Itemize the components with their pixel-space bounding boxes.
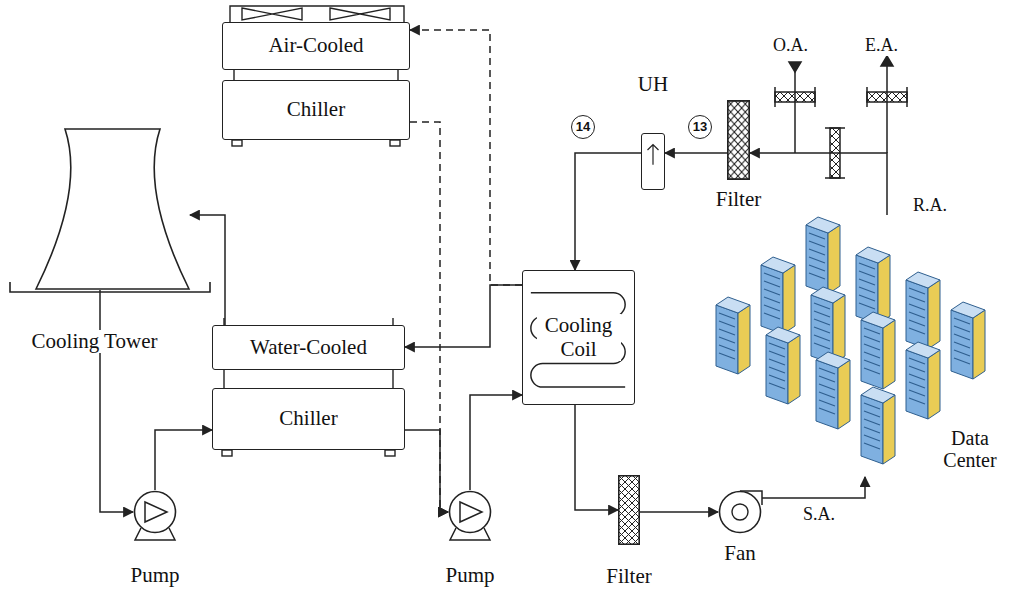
chiller-box: Chiller <box>212 388 405 450</box>
chiller-condenser-box: Air-Cooled <box>222 22 410 70</box>
callout-number: 13 <box>688 115 712 139</box>
flow-line <box>470 395 522 490</box>
chiller-condenser-box: Water-Cooled <box>212 325 405 370</box>
node-label: Chiller <box>287 98 345 121</box>
edge-label: S.A. <box>802 505 836 525</box>
condenser-fans <box>230 6 404 22</box>
air-stream-label: O.A. <box>772 36 809 56</box>
node-label: Pump <box>128 564 181 587</box>
flow-line <box>155 430 212 490</box>
humidifier-box: UH <box>641 133 665 190</box>
callout-number: 14 <box>571 115 595 139</box>
cooling-coil: Cooling Coil <box>522 270 635 405</box>
supply-fan: Fan <box>718 490 762 534</box>
node-label: Cooling Coil <box>537 314 621 360</box>
node-label: Fan <box>722 542 758 565</box>
flow-line <box>100 290 133 512</box>
node-label: UH <box>636 73 670 96</box>
flow-line <box>190 215 225 325</box>
air-stream-label: E.A. <box>864 36 899 56</box>
node-label: Cooling Tower <box>30 330 160 353</box>
data-center: Data Center <box>715 215 1005 477</box>
air-filter: Filter <box>618 475 640 545</box>
air-filter: Filter <box>727 100 750 180</box>
flow-line <box>640 511 718 513</box>
refrigerant-line <box>410 30 522 285</box>
flow-line <box>750 153 887 215</box>
node-label: Air-Cooled <box>268 34 363 57</box>
chiller-box: Chiller <box>222 80 410 140</box>
flow-line <box>405 285 522 347</box>
flow-line <box>575 153 641 270</box>
node-label: Data Center <box>937 427 1003 471</box>
flow-line <box>762 477 865 498</box>
flow-line <box>405 430 448 512</box>
flow-line <box>665 152 727 154</box>
node-label: Filter <box>714 188 764 211</box>
refrigerant-line <box>410 122 448 512</box>
node-label: Pump <box>443 564 496 587</box>
node-label: Water-Cooled <box>250 336 367 359</box>
node-label: Chiller <box>279 407 337 430</box>
cooling-tower: Cooling Tower <box>35 128 190 290</box>
pump: Pump <box>448 490 492 534</box>
edge-label: R.A. <box>912 196 948 216</box>
node-label: Filter <box>604 565 654 588</box>
flow-line <box>575 405 618 510</box>
pump: Pump <box>133 490 177 534</box>
